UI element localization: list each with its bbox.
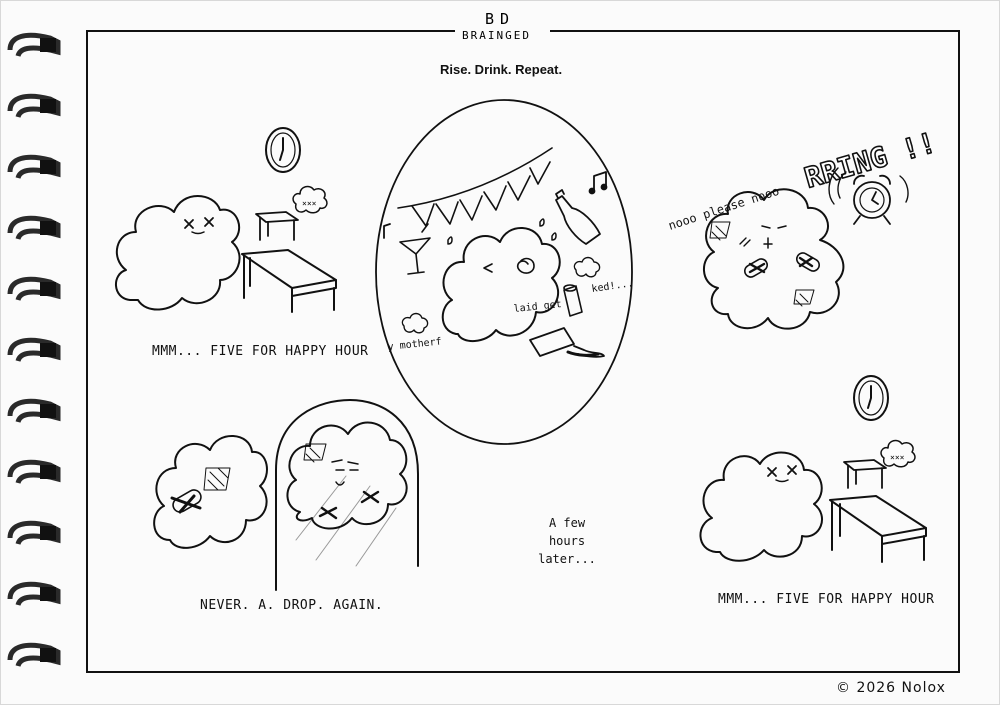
party-bunting — [397, 147, 553, 227]
logo-letters: BD — [485, 10, 516, 28]
brainged-logo: BD BRAINGED — [455, 8, 550, 48]
party-thought-bubbles — [401, 256, 601, 334]
hungover-cloud-character — [703, 188, 845, 330]
small-beer-can — [563, 284, 583, 317]
spiral-ring — [7, 520, 61, 545]
spiral-ring — [7, 642, 61, 667]
bottom-right-cloud-character — [699, 451, 823, 562]
drunk-cloud-character — [441, 227, 561, 342]
bottom-right-thought-bubble: ××× — [880, 439, 916, 468]
top-left-cloud-character — [115, 195, 241, 311]
spiral-ring — [7, 276, 61, 301]
alarm-sound-text: RRING !! — [801, 126, 940, 195]
alarm-mumble: nooo please nooo — [667, 184, 781, 233]
spiral-binding — [7, 32, 61, 667]
page-title: Rise. Drink. Repeat. — [440, 62, 563, 77]
spiral-ring — [7, 215, 61, 240]
bottom-left-cloud-character — [153, 435, 268, 549]
alarm-clock-icon — [828, 167, 909, 225]
top-left-bed — [241, 249, 337, 313]
spiral-ring — [7, 32, 61, 57]
bottom-left-caption: NEVER. A. DROP. AGAIN. — [200, 598, 384, 613]
sweat-drops — [447, 218, 557, 245]
center-oval — [375, 99, 633, 445]
party-text-1: laid get — [513, 299, 562, 315]
svg-text:×××: ××× — [890, 453, 905, 462]
martini-glass — [399, 223, 431, 275]
spiral-ring — [7, 93, 61, 118]
music-notes — [383, 171, 608, 239]
bottom-right-small-table — [843, 459, 887, 489]
spiral-ring — [7, 398, 61, 423]
wine-bottle — [555, 189, 601, 245]
logo-word: BRAINGED — [462, 29, 531, 42]
spiral-ring — [7, 581, 61, 606]
svg-text:×××: ××× — [302, 199, 317, 208]
bottom-right-caption: MMM... FIVE FOR HAPPY HOUR — [718, 592, 935, 607]
spiral-ring — [7, 459, 61, 484]
top-left-clock — [265, 127, 301, 173]
mirror-cloud-reflection — [286, 421, 408, 530]
spiral-ring — [7, 337, 61, 362]
party-text-3: y motherf — [387, 336, 442, 353]
top-left-small-table — [255, 211, 299, 241]
copyright-signature: © 2026 Nolox — [836, 680, 946, 696]
spiral-ring — [7, 154, 61, 179]
party-text-2: ked!... — [591, 278, 634, 295]
top-left-thought-bubble: ××× — [292, 185, 328, 214]
mirror — [275, 399, 419, 591]
top-left-caption: MMM... FIVE FOR HAPPY HOUR — [152, 344, 369, 359]
bottom-right-clock — [853, 375, 889, 421]
bottom-right-bed — [829, 495, 927, 563]
spilled-bottle — [529, 327, 605, 358]
transition-text: A few hours later... — [538, 516, 596, 566]
